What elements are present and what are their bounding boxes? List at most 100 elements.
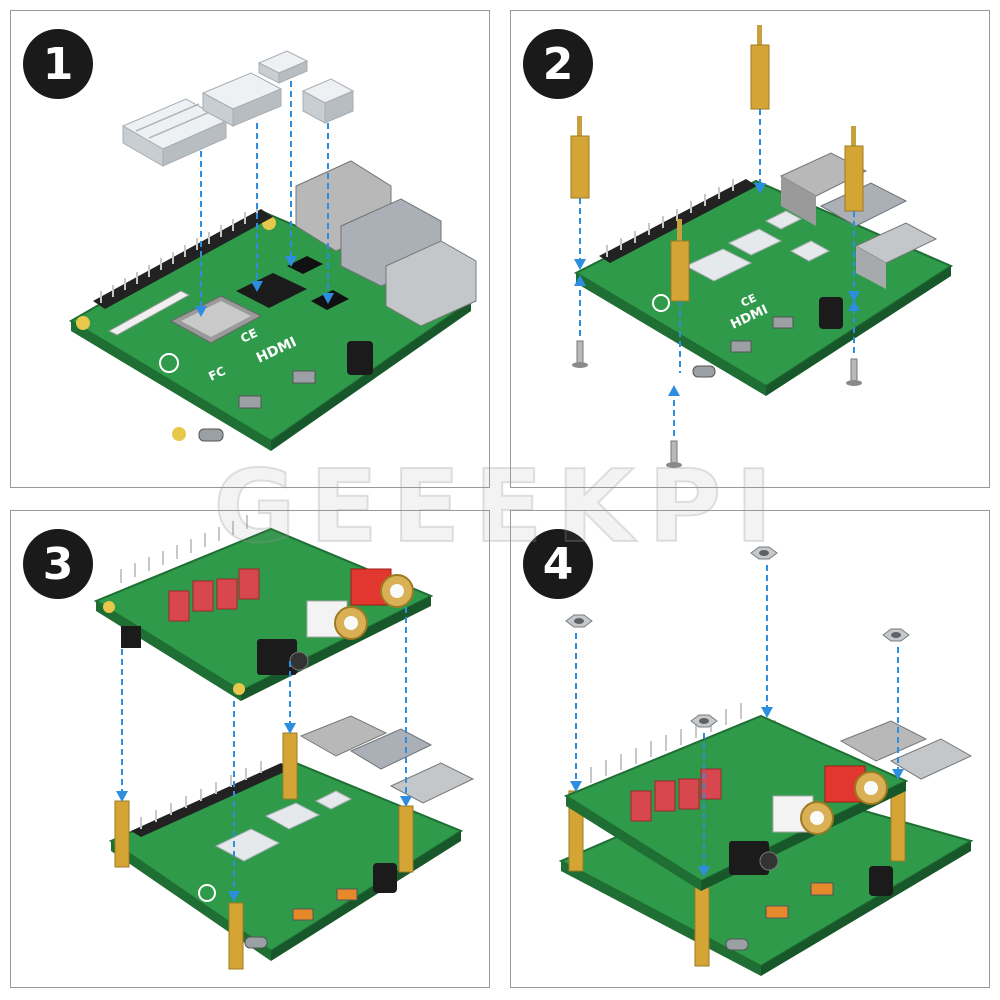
step-3-illustration xyxy=(93,515,475,970)
film-capacitor xyxy=(654,780,676,812)
hat-edge xyxy=(566,796,701,891)
hex-nut xyxy=(565,614,593,628)
gpio-pins xyxy=(606,179,734,257)
gpio-pins xyxy=(590,703,742,783)
arrowheads xyxy=(195,256,334,317)
film-capacitor xyxy=(168,590,190,622)
mount-hole xyxy=(172,427,186,441)
brass-standoffs xyxy=(114,732,414,970)
step-3-panel: 3 xyxy=(10,510,490,988)
heatsink-installed xyxy=(314,790,353,810)
install-arrows xyxy=(200,81,329,306)
screw xyxy=(666,440,682,468)
board-edge-side xyxy=(761,841,971,976)
film-capacitor xyxy=(700,768,722,800)
micro-hdmi-port xyxy=(765,905,789,919)
ram-chip xyxy=(236,273,307,308)
usb2-port-side xyxy=(856,246,886,289)
rca-jack-white xyxy=(306,600,368,640)
film-capacitor xyxy=(238,568,260,600)
rca-jack-white xyxy=(772,795,834,835)
micro-hdmi-port xyxy=(336,888,358,901)
display-connector xyxy=(107,290,191,336)
heatsink-installed xyxy=(789,240,831,262)
step-4-illustration xyxy=(558,546,974,976)
install-arrows xyxy=(579,109,855,436)
usb2-port xyxy=(389,762,475,804)
gpio-pins xyxy=(100,205,258,303)
arrowheads xyxy=(570,707,904,877)
fc-marking: FC xyxy=(206,364,228,384)
step-2-illustration: HDMI CE xyxy=(570,25,954,468)
board-edge-side xyxy=(271,301,471,451)
brass-standoff xyxy=(570,116,590,199)
hex-nut xyxy=(750,546,778,560)
step-1-badge: 1 xyxy=(23,29,93,99)
install-arrows xyxy=(121,607,407,891)
audio-jack xyxy=(869,866,893,896)
usb-c-port xyxy=(725,938,749,951)
micro-hdmi-port xyxy=(810,882,834,896)
heatsink-installed xyxy=(264,802,321,830)
micro-hdmi-port xyxy=(730,340,752,353)
raspberry-pi-board xyxy=(573,179,954,388)
ce-marking: CE xyxy=(238,326,259,346)
film-capacitor xyxy=(216,578,238,610)
mount-hole xyxy=(103,601,115,613)
audio-jack xyxy=(373,863,397,893)
ethernet-port-side xyxy=(781,176,816,226)
micro-hdmi-port xyxy=(772,316,794,329)
step-1-illustration: HDMI CE FC xyxy=(69,50,477,451)
gpio-header xyxy=(131,763,291,837)
film-capacitor xyxy=(678,778,700,810)
usb2-port xyxy=(854,222,938,264)
ce-marking: CE xyxy=(739,291,759,309)
hex-nut xyxy=(882,628,910,642)
step-4-badge: 4 xyxy=(523,529,593,599)
usb2-port xyxy=(889,738,973,780)
usb-c-port xyxy=(692,365,716,378)
usb-c-port xyxy=(244,936,268,949)
brass-standoff xyxy=(844,126,864,212)
step-3-badge: 3 xyxy=(23,529,93,599)
screw xyxy=(846,358,862,386)
micro-hdmi-port xyxy=(238,395,262,409)
ethernet-port xyxy=(299,715,388,757)
heatsink-large xyxy=(121,98,228,167)
screw xyxy=(572,340,588,368)
raspberry-logo-icon xyxy=(652,294,670,312)
mount-hole xyxy=(233,683,245,695)
heatsink-installed xyxy=(684,248,753,282)
board-edge xyxy=(561,861,761,976)
micro-hdmi-port xyxy=(292,370,316,384)
usb3-port xyxy=(349,728,433,770)
raspberry-logo-icon xyxy=(159,353,179,373)
headphone-jack xyxy=(257,639,309,675)
hex-nut xyxy=(690,714,718,728)
step-4-panel: 4 xyxy=(510,510,990,988)
heatsink-installed xyxy=(764,210,803,230)
headphone-jack xyxy=(729,841,779,875)
micro-hdmi-port xyxy=(292,908,314,921)
hat-gpio-pins xyxy=(120,515,248,583)
cpu-lid xyxy=(181,301,251,337)
arrowheads xyxy=(116,723,412,902)
board-edge-side xyxy=(766,266,951,396)
mount-hole xyxy=(76,316,90,330)
ethernet-port xyxy=(839,720,928,762)
audio-jack xyxy=(347,341,373,375)
audio-jack xyxy=(819,297,843,329)
usb2-port xyxy=(385,240,477,327)
board-edge xyxy=(71,321,271,451)
board-edge xyxy=(576,273,766,396)
usb-controller-chip xyxy=(287,256,323,274)
rca-jack-red xyxy=(824,765,888,805)
gpio-pins xyxy=(140,761,262,829)
film-capacitor xyxy=(630,790,652,822)
raspberry-logo-icon xyxy=(198,884,216,902)
install-arrows xyxy=(575,565,899,866)
step-2-panel: 2 HDMI CE xyxy=(510,10,990,488)
heatsink-small xyxy=(257,50,309,84)
heatsink-small-2 xyxy=(301,78,355,124)
film-capacitor xyxy=(192,580,214,612)
